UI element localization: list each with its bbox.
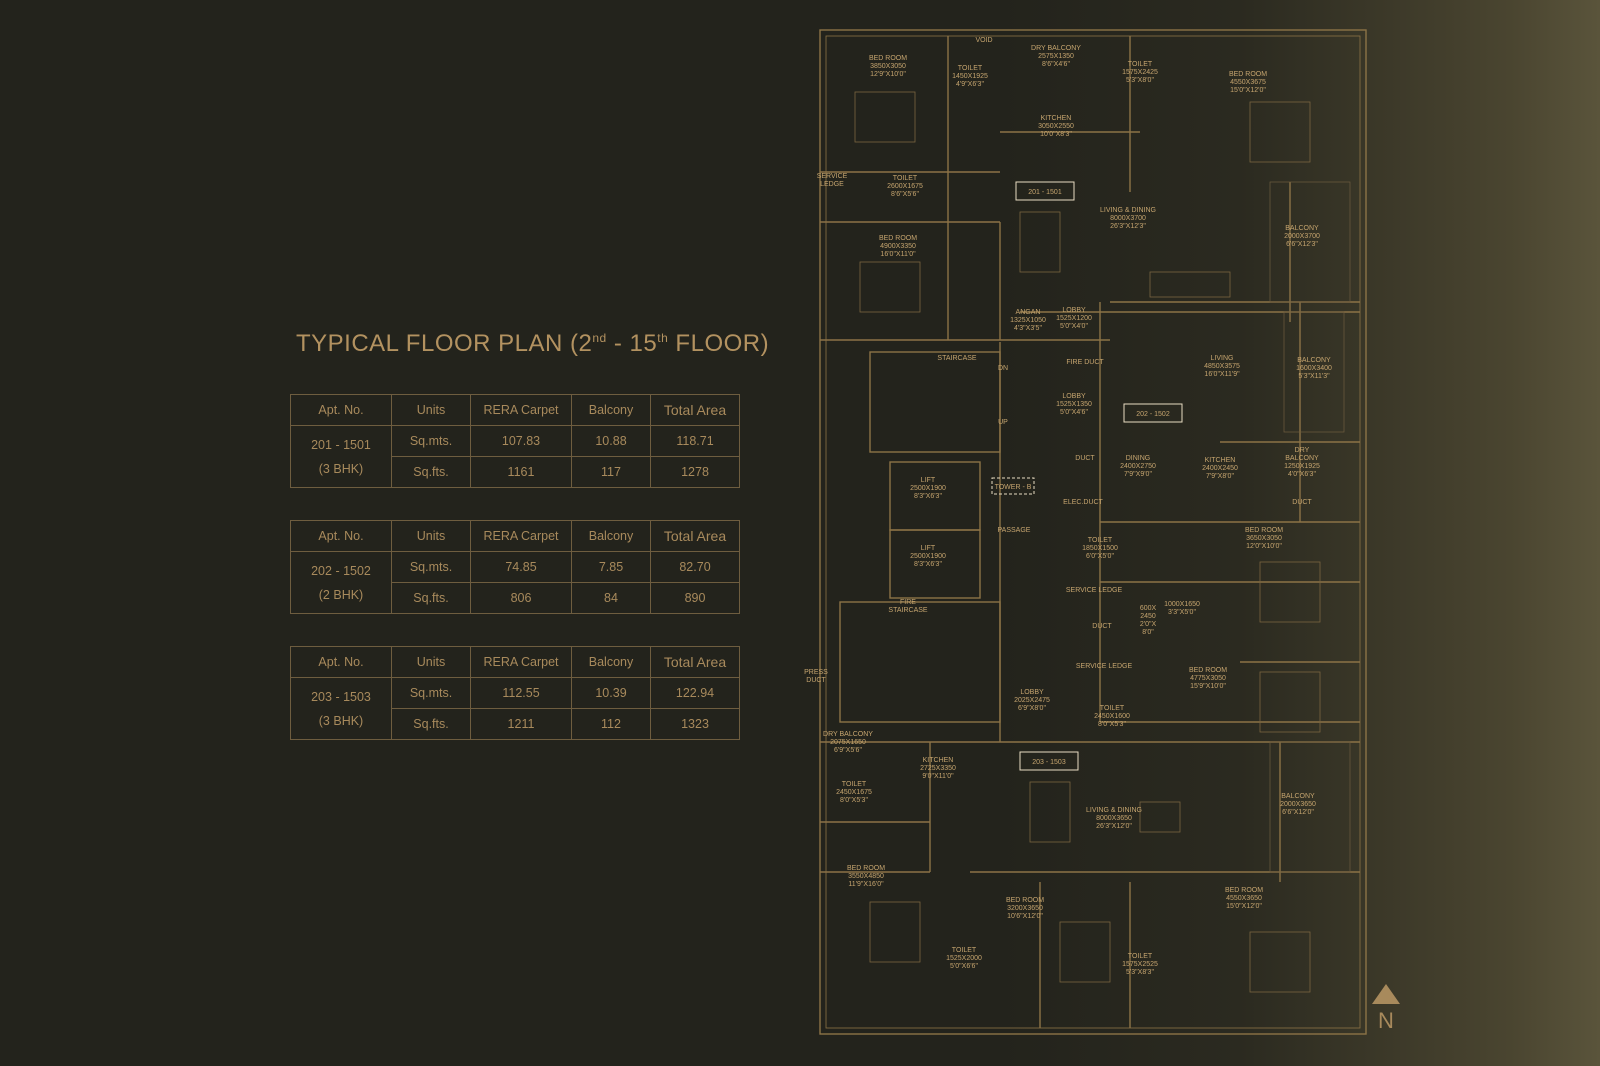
- page-title: TYPICAL FLOOR PLAN (2nd - 15th FLOOR): [296, 330, 770, 357]
- header-units: Units: [391, 394, 471, 426]
- tag-tower: TOWER - B: [995, 484, 1032, 491]
- header-balcony: Balcony: [571, 394, 651, 426]
- room-label-dn: DN: [998, 365, 1008, 372]
- room-label-staircase: STAIRCASE: [937, 355, 976, 362]
- area-table-201: Apt. No. Units RERA Carpet Balcony Total…: [290, 394, 740, 488]
- room-label-duct1: DUCT: [1075, 455, 1095, 462]
- north-arrow-icon: [1372, 984, 1400, 1004]
- room-label-duct3: DUCT: [1092, 623, 1112, 630]
- room-label-up: UP: [998, 419, 1008, 426]
- header-rera: RERA Carpet: [470, 394, 572, 426]
- tower-tag: [991, 477, 1035, 495]
- floor-plan-svg: 201 - 1501 202 - 1502 203 - 1503 TOWER -…: [804, 29, 1367, 1035]
- floor-plan: 201 - 1501 202 - 1502 203 - 1503 TOWER -…: [800, 22, 1380, 1042]
- apt-cell: 203 - 1503(3 BHK): [290, 677, 392, 740]
- north-indicator: N: [1372, 984, 1400, 1034]
- room-label-serviceledge2: SERVICE LEDGE: [1066, 587, 1123, 594]
- header-total: Total Area: [650, 394, 740, 426]
- tag-201: 201 - 1501: [1028, 189, 1062, 196]
- header-apt: Apt. No.: [290, 394, 392, 426]
- tag-203: 203 - 1503: [1032, 759, 1066, 766]
- room-label-elecduct: ELEC.DUCT: [1063, 499, 1103, 506]
- tag-202: 202 - 1502: [1136, 411, 1170, 418]
- apt-cell: 201 - 1501(3 BHK): [290, 425, 392, 488]
- apt-tag-201: [1015, 181, 1075, 201]
- room-label-passage: PASSAGE: [998, 527, 1031, 534]
- room-label-void: VOID: [975, 37, 992, 44]
- apt-cell: 202 - 1502(2 BHK): [290, 551, 392, 614]
- outer-wall: [819, 29, 1367, 1035]
- area-table-202: Apt. No. Units RERA Carpet Balcony Total…: [290, 520, 740, 614]
- apt-tag-203: [1019, 751, 1079, 771]
- area-table-203: Apt. No. Units RERA Carpet Balcony Total…: [290, 646, 740, 740]
- room-label-duct2: DUCT: [1292, 499, 1312, 506]
- room-label-serviceledge3: SERVICE LEDGE: [1076, 663, 1133, 670]
- north-label: N: [1378, 1008, 1394, 1033]
- apt-tag-202: [1123, 403, 1183, 423]
- room-label-fireduct: FIRE DUCT: [1066, 359, 1104, 366]
